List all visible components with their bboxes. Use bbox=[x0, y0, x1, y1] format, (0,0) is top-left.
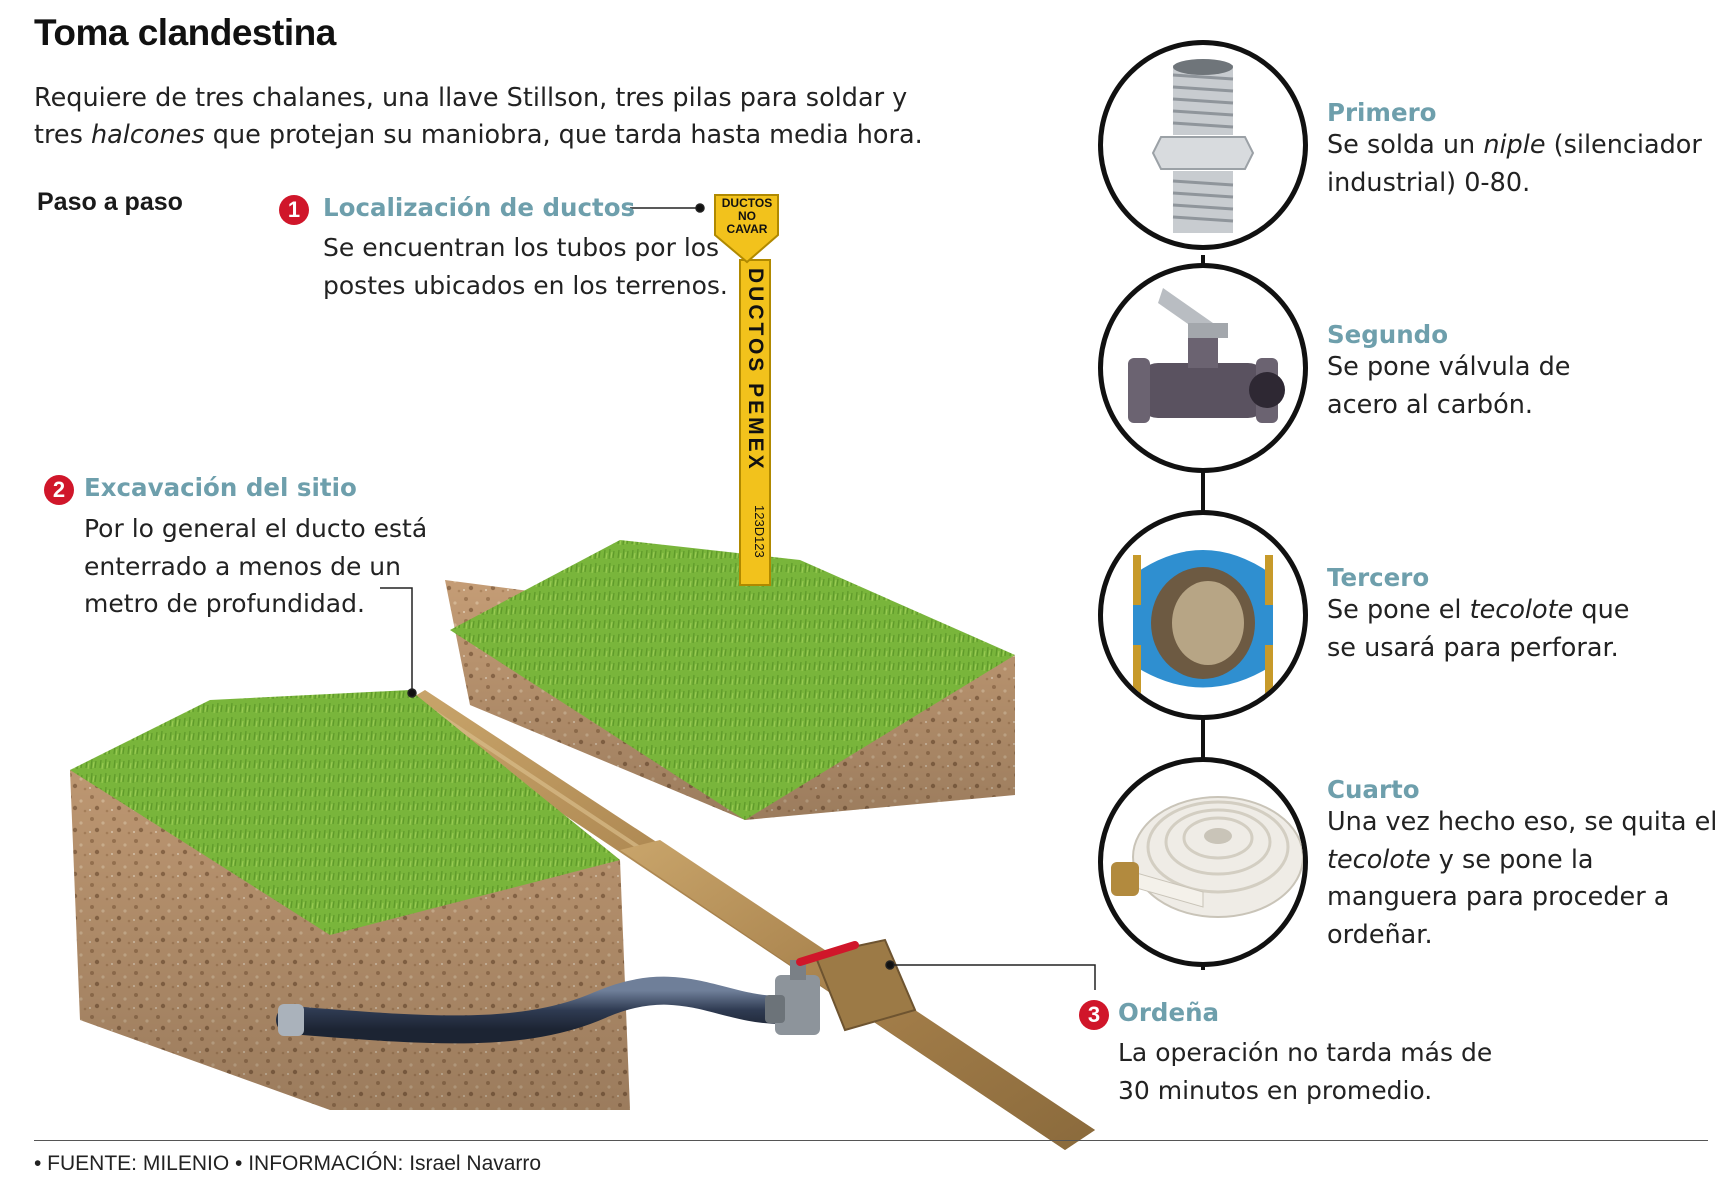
sequence-4-text-a: Una vez hecho eso, se quita el bbox=[1327, 807, 1718, 837]
tap-valve bbox=[765, 941, 859, 1035]
post-text: DUCTOS PEMEX bbox=[744, 268, 767, 472]
footer-credits: • FUENTE: MILENIO • INFORMACIÓN: Israel … bbox=[34, 1152, 542, 1175]
sequence-1-text-a: Se solda un bbox=[1327, 130, 1484, 160]
step-1-heading: Localización de ductos bbox=[323, 193, 636, 222]
intro-part1: Requiere de tres chalanes, una llave Sti… bbox=[34, 83, 908, 150]
sequence-3-text-b: que se usará para perforar. bbox=[1327, 595, 1630, 663]
sequence-4-body: Una vez hecho eso, se quita el tecolote … bbox=[1327, 804, 1727, 954]
sequence-3-text-a: Se pone el bbox=[1327, 595, 1470, 625]
sequence-1-body: Se solda un niple (silenciador industria… bbox=[1327, 127, 1717, 202]
step-2-body: Por lo general el ducto está enterrado a… bbox=[84, 514, 428, 618]
hose bbox=[276, 976, 794, 1044]
leader-lines bbox=[380, 203, 1096, 990]
sequence-item-4: Cuarto Una vez hecho eso, se quita el te… bbox=[1327, 775, 1727, 954]
sequence-3-heading: Tercero bbox=[1327, 563, 1430, 592]
intro-italic: halcones bbox=[91, 120, 205, 150]
post-sign-warning: NO CAVAR bbox=[726, 209, 768, 236]
step-3-body: La operación no tarda más de 30 minutos … bbox=[1118, 1038, 1493, 1105]
sequence-2-body: Se pone válvula de acero al carbón. bbox=[1327, 349, 1587, 424]
sequence-3-italic: tecolote bbox=[1469, 595, 1574, 625]
post-sign-top: DUCTOS bbox=[721, 196, 773, 210]
section-label: Paso a paso bbox=[37, 188, 183, 216]
ground-block-front bbox=[70, 690, 630, 1110]
sequence-1-italic: niple bbox=[1483, 130, 1546, 160]
rolled-hose-icon bbox=[1098, 757, 1308, 967]
step-1-body: Se encuentran los tubos por los postes u… bbox=[323, 233, 728, 300]
step-2-heading: Excavación del sitio bbox=[84, 473, 357, 502]
step-1-badge: 1 bbox=[279, 195, 309, 225]
ground-block-back bbox=[445, 540, 1015, 820]
step-2-badge: 2 bbox=[44, 475, 74, 505]
marker-post bbox=[714, 194, 779, 586]
page-title: Toma clandestina bbox=[34, 12, 336, 53]
sequence-item-1: Primero Se solda un niple (silenciador i… bbox=[1327, 98, 1717, 202]
hose-fitting bbox=[278, 1004, 304, 1036]
nipple-fitting-icon bbox=[1098, 40, 1308, 250]
intro-part2: que protejan su maniobra, que tarda hast… bbox=[204, 120, 923, 150]
sequence-4-heading: Cuarto bbox=[1327, 775, 1420, 804]
post-sign: DUCTOS NO CAVAR bbox=[716, 197, 778, 236]
sequence-1-text-b: (silenciador industrial) 0-80. bbox=[1327, 130, 1702, 198]
sequence-item-3: Tercero Se pone el tecolote que se usará… bbox=[1327, 563, 1657, 667]
sequence-2-heading: Segundo bbox=[1327, 320, 1449, 349]
sequence-3-body: Se pone el tecolote que se usará para pe… bbox=[1327, 592, 1657, 667]
sequence-2-text-a: Se pone válvula de acero al carbón. bbox=[1327, 352, 1571, 420]
sequence-1-heading: Primero bbox=[1327, 98, 1437, 127]
ball-valve-icon bbox=[1098, 263, 1308, 473]
step-3-badge: 3 bbox=[1079, 1000, 1109, 1030]
sequence-4-text-b: y se pone la manguera para proceder a or… bbox=[1327, 844, 1670, 950]
sequence-item-2: Segundo Se pone válvula de acero al carb… bbox=[1327, 320, 1587, 424]
post-code: 123D123 bbox=[752, 505, 767, 558]
footer-divider bbox=[34, 1140, 1708, 1141]
tapping-saddle-icon bbox=[1098, 510, 1308, 720]
intro-text: Requiere de tres chalanes, una llave Sti… bbox=[34, 80, 964, 154]
step-3-heading: Ordeña bbox=[1118, 998, 1220, 1027]
sequence-4-italic: tecolote bbox=[1327, 844, 1431, 875]
